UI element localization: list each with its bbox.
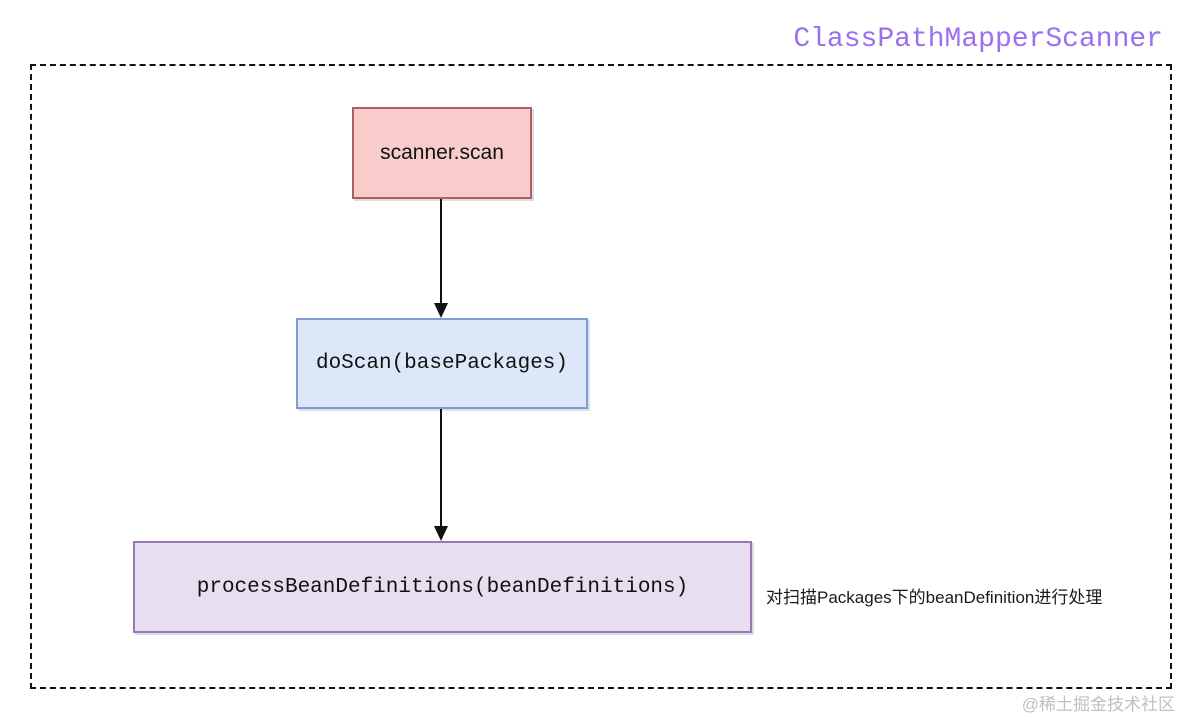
arrow-shaft [440,409,442,526]
dashed-frame [30,64,1172,689]
node-process-bean-definitions: processBeanDefinitions(beanDefinitions) [133,541,752,633]
node-do-scan: doScan(basePackages) [296,318,588,409]
process-annotation: 对扫描Packages下的beanDefinition进行处理 [766,588,1103,607]
arrow-down-icon [433,409,449,541]
arrow-head [434,526,448,541]
node-scanner-scan-label: scanner.scan [380,141,504,164]
arrow-head [434,303,448,318]
arrow-down-icon [433,199,449,318]
diagram-title: ClassPathMapperScanner [793,24,1163,55]
node-process-bean-definitions-label: processBeanDefinitions(beanDefinitions) [196,575,689,599]
node-scanner-scan: scanner.scan [352,107,532,199]
arrow-shaft [440,199,442,303]
watermark: @稀土掘金技术社区 [1021,695,1175,714]
node-do-scan-label: doScan(basePackages) [315,352,569,375]
